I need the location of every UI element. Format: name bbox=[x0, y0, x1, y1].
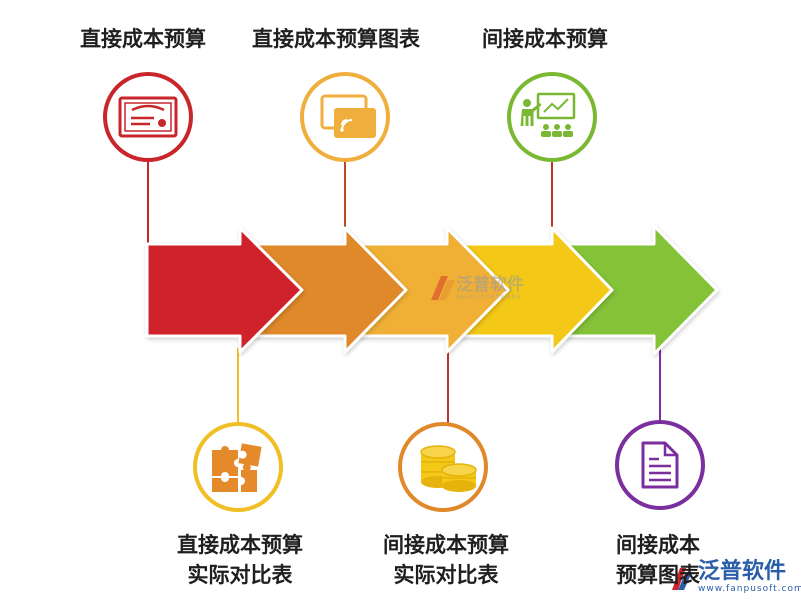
step-circle-bottom-3 bbox=[615, 420, 705, 510]
step-label-bottom-2-line-2: 实际对比表 bbox=[393, 563, 499, 587]
coins-icon bbox=[420, 445, 477, 492]
certificate-icon bbox=[118, 96, 178, 138]
arrow-step-1 bbox=[145, 226, 304, 354]
step-label-bottom-3: 间接成本 预算图表 bbox=[616, 530, 736, 590]
watermark-corner-brand: 泛普软件 bbox=[698, 559, 787, 584]
step-label-top-1: 直接成本预算 bbox=[80, 27, 206, 51]
watermark-subtitle: FANPUSOFTWARE bbox=[456, 294, 522, 301]
document-icon bbox=[641, 441, 679, 489]
step-circle-top-3 bbox=[507, 72, 597, 162]
watermark-brand: 泛普软件 bbox=[456, 275, 524, 295]
step-label-bottom-3-line-1: 间接成本 bbox=[616, 533, 700, 557]
step-label-bottom-1-line-1: 直接成本预算 bbox=[177, 533, 303, 557]
watermark-logo-center bbox=[431, 276, 455, 300]
screen-share-icon bbox=[320, 94, 376, 138]
step-label-bottom-1: 直接成本预算 实际对比表 bbox=[160, 530, 320, 590]
watermark-logo-corner bbox=[672, 568, 692, 590]
watermark-center: 泛普软件 FANPUSOFTWARE bbox=[426, 276, 524, 301]
puzzle-icon bbox=[212, 443, 262, 492]
step-circle-top-2 bbox=[300, 72, 390, 162]
step-label-bottom-3-line-2: 预算图表 bbox=[616, 563, 700, 587]
arrow-chain bbox=[145, 224, 719, 356]
step-label-top-2: 直接成本预算图表 bbox=[252, 27, 420, 51]
step-label-bottom-2-line-1: 间接成本预算 bbox=[383, 533, 509, 557]
watermark-url: www.fanpusoft.com bbox=[698, 584, 801, 594]
step-label-top-3: 间接成本预算 bbox=[482, 27, 608, 51]
presentation-icon bbox=[520, 92, 576, 137]
step-circle-bottom-2 bbox=[398, 422, 488, 512]
step-circle-top-1 bbox=[103, 72, 193, 162]
watermark-corner: 泛普软件 www.fanpusoft.com bbox=[674, 559, 801, 595]
step-label-bottom-2: 间接成本预算 实际对比表 bbox=[366, 530, 526, 590]
step-circle-bottom-1 bbox=[193, 422, 283, 512]
step-label-bottom-1-line-2: 实际对比表 bbox=[187, 563, 293, 587]
